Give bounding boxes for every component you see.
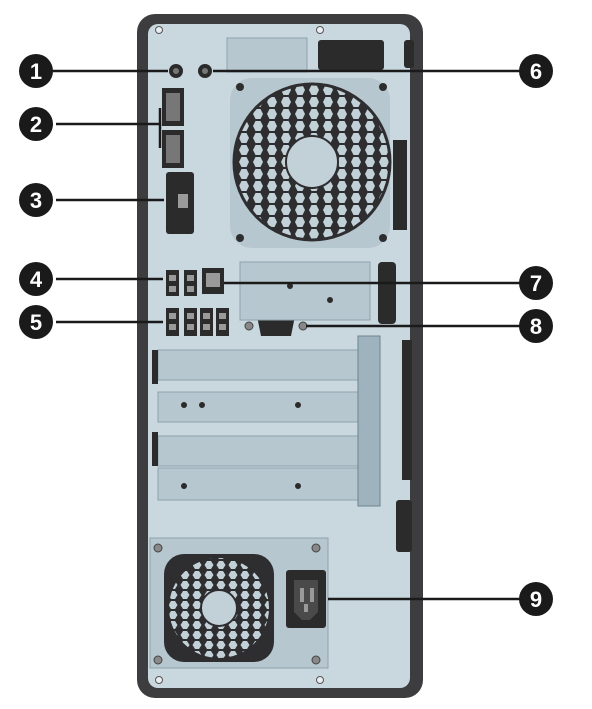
- expansion-slots: [152, 261, 381, 507]
- callout-number: 5: [30, 310, 42, 335]
- callout-8: 8: [519, 309, 553, 343]
- rj45-network-jack-icon: [202, 268, 224, 294]
- callout-number: 2: [30, 112, 42, 137]
- callout-leader-lines: [52, 69, 520, 601]
- callout-2: 2: [19, 107, 53, 141]
- usb-port-icon: [166, 270, 197, 296]
- callout-9: 9: [519, 582, 553, 616]
- callout-6: 6: [519, 54, 553, 88]
- callout-1: 1: [19, 54, 53, 88]
- callout-number: 3: [30, 188, 42, 213]
- case-fan: [230, 78, 392, 248]
- headphone-audio-jack-icon: [169, 64, 183, 78]
- callout-number: 1: [30, 59, 42, 84]
- callout-number: 9: [530, 587, 542, 612]
- callout-7: 7: [519, 266, 553, 300]
- callout-3: 3: [19, 183, 53, 217]
- video-optional-port-icon: [166, 172, 194, 234]
- callout-4: 4: [19, 262, 53, 296]
- callout-number: 6: [530, 59, 542, 84]
- line-in-audio-jack-icon: [198, 64, 212, 78]
- security-lock-slot: [226, 37, 414, 73]
- callout-number: 4: [30, 267, 43, 292]
- callout-number: 8: [530, 314, 542, 339]
- serial-port-icon: [244, 316, 308, 336]
- side-rail: [378, 140, 412, 552]
- displayport-icon: [162, 88, 184, 168]
- callout-number: 7: [530, 271, 542, 296]
- usb-port-icon: [166, 308, 229, 336]
- callout-5: 5: [19, 305, 53, 339]
- power-cord-connector-icon: [286, 570, 326, 628]
